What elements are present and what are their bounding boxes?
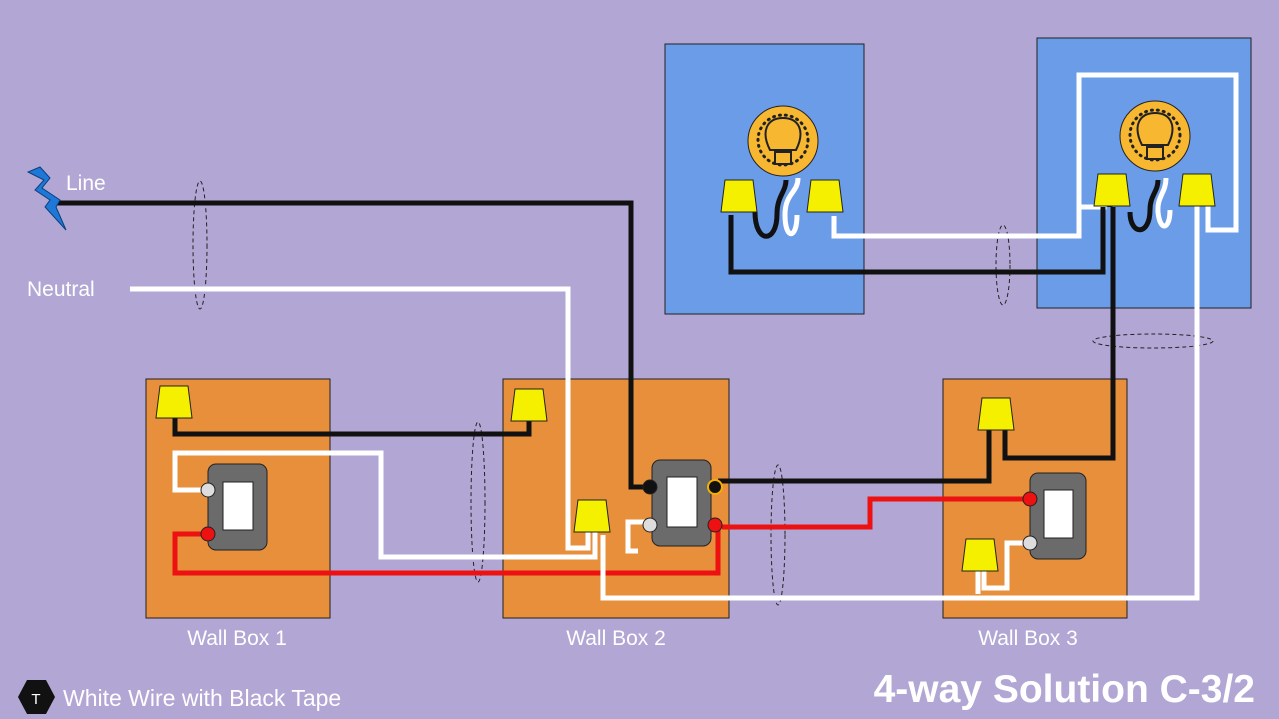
power-source-icon xyxy=(26,166,67,231)
switch-icon xyxy=(200,463,268,551)
wall-box-2-label: Wall Box 2 xyxy=(566,627,666,650)
white-wires xyxy=(130,72,1239,601)
page-title: 4-way Solution C-3/2 xyxy=(874,668,1255,711)
switch-icon xyxy=(642,459,723,547)
wall-box-3-label: Wall Box 3 xyxy=(978,627,1078,650)
light-bulb-icon xyxy=(747,105,819,177)
red-wires xyxy=(172,496,1033,576)
neutral-label: Neutral xyxy=(27,278,95,301)
switch-icon xyxy=(1022,472,1087,560)
light-bulb-icon xyxy=(1119,100,1191,172)
tape-legend-icon xyxy=(18,680,55,714)
wall-box-1-label: Wall Box 1 xyxy=(187,627,287,650)
fixture-box-1 xyxy=(664,43,865,315)
tape-legend-badge: T xyxy=(31,691,40,708)
fixture-box-2 xyxy=(1036,37,1252,309)
legend-text: White Wire with Black Tape xyxy=(63,685,341,711)
legend: T White Wire with Black Tape xyxy=(18,680,341,714)
line-label: Line xyxy=(66,172,106,195)
cable-markers xyxy=(192,180,1214,606)
